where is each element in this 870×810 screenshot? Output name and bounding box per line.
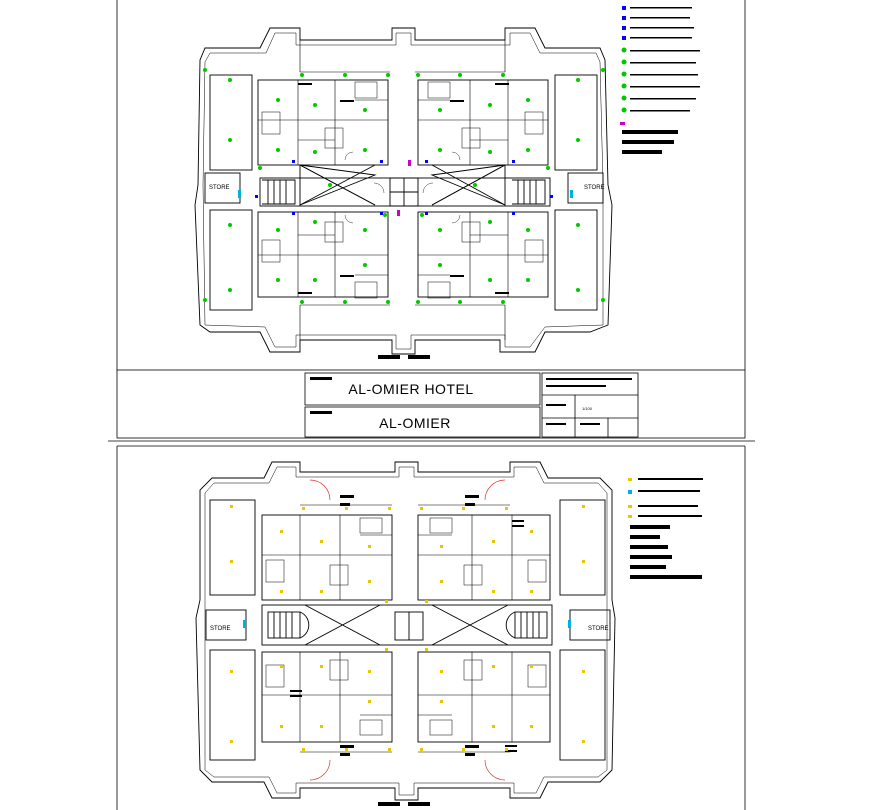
socket-icon [397,160,411,216]
upper-store-right-label: STORE [584,185,605,191]
sheet-frame [108,0,755,810]
stair-icon [267,611,548,639]
special-fixture-icon [243,620,571,628]
special-fixture-icon [238,190,573,198]
lower-store-right-label: STORE [588,626,609,632]
stair-icon [262,179,546,205]
lower-store-left-label: STORE [210,626,231,632]
light-fixture-icon [230,505,585,751]
light-fixture-icon [203,68,605,304]
project-title: AL-OMIER HOTEL [348,381,473,397]
lower-floor-plan [195,461,616,806]
title-block [304,372,639,438]
upper-store-left-label: STORE [209,185,230,191]
scale-value: 1/100 [582,406,593,411]
switch-icon [255,160,553,215]
upper-legend [620,6,700,154]
upper-floor-plan [194,27,613,359]
door-swing-arcs [309,479,506,781]
client-name: AL-OMIER [379,415,451,431]
lower-legend [628,478,703,579]
